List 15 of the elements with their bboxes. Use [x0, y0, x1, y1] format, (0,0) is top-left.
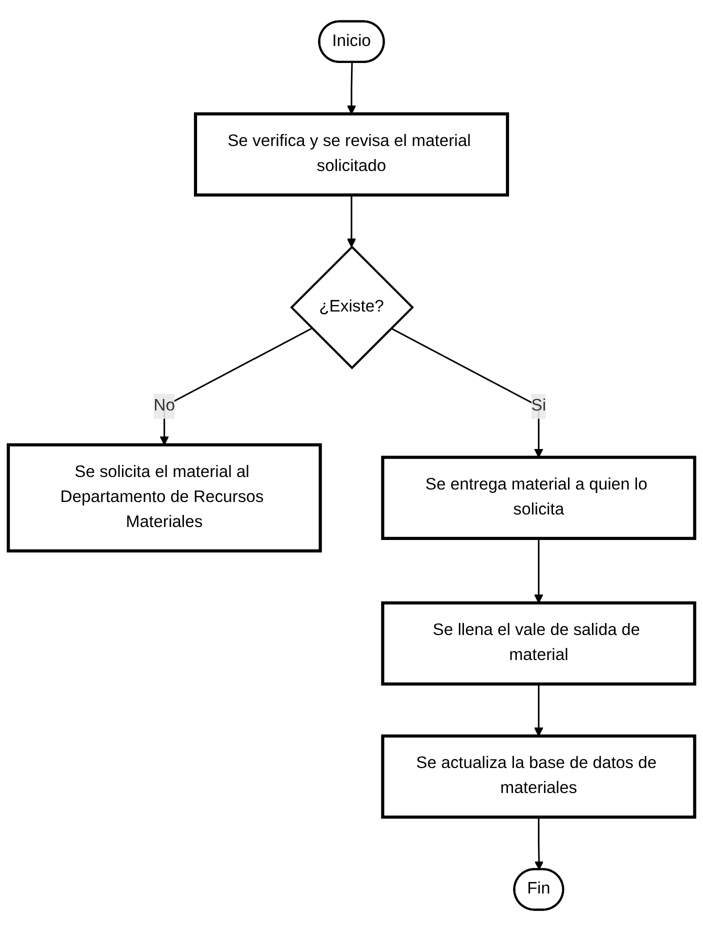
node-diamond: ¿Existe?	[290, 246, 414, 370]
edge-label: No	[154, 396, 175, 415]
arrow	[534, 684, 544, 736]
arrow	[160, 328, 312, 446]
arrow	[390, 328, 544, 458]
arrow	[534, 538, 544, 604]
node-box: Se solicita el material al Departamento de Recursos Materiales	[6, 443, 322, 552]
arrow	[346, 62, 356, 114]
node-box: Se entrega material a quien lo solicita	[381, 456, 696, 540]
arrow	[346, 195, 356, 248]
arrow	[534, 817, 544, 870]
node-box: Se verifica y se revisa el material solicitado	[194, 112, 510, 197]
node-box: Se llena el vale de salida de material	[381, 601, 696, 686]
edge-label: Si	[531, 396, 546, 415]
node-box: Se actualiza la base de datos de materiales	[381, 734, 696, 819]
